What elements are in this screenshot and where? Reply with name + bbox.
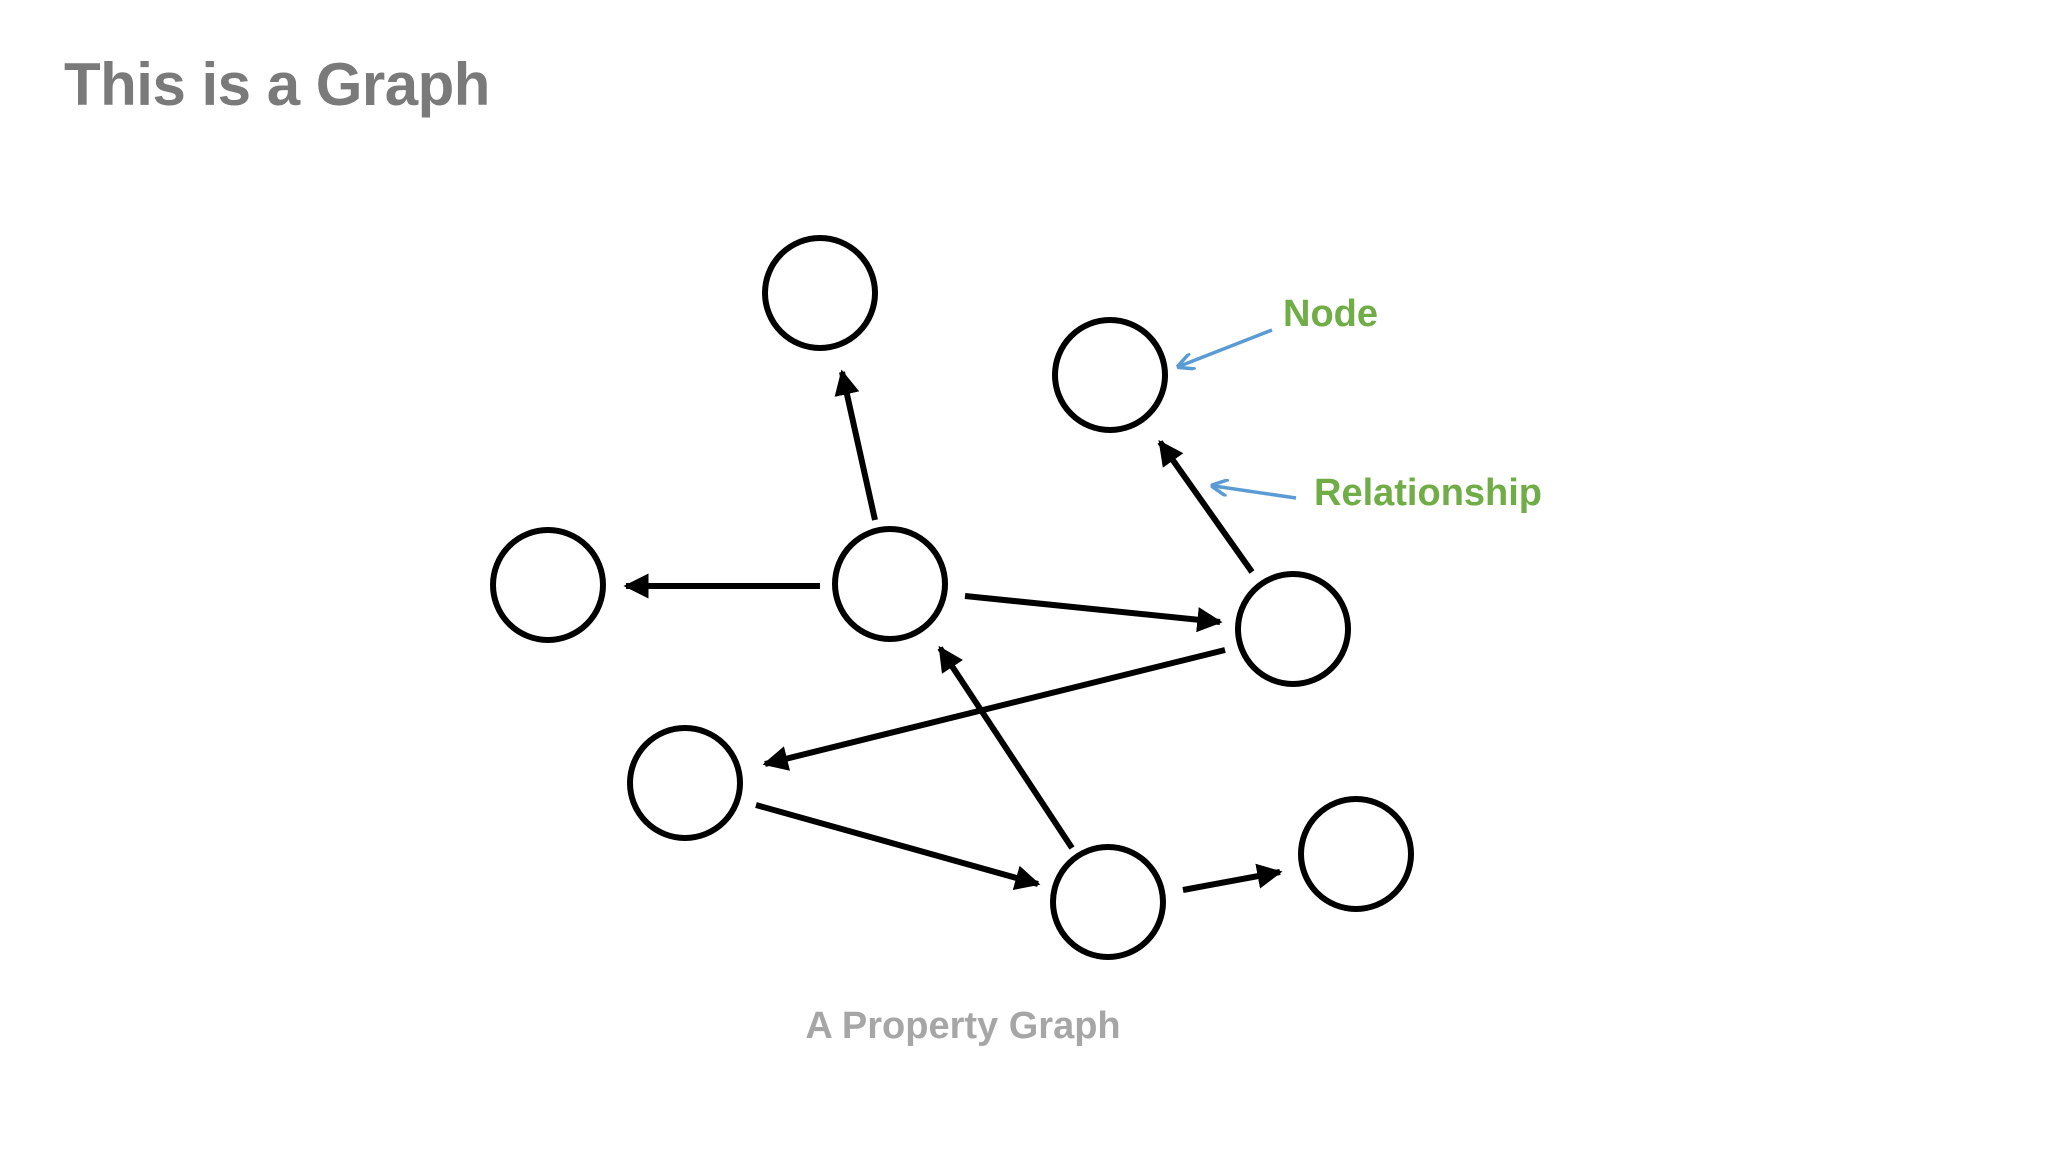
node-upper-right [1052, 317, 1168, 433]
edge-center-to-top [834, 369, 878, 521]
edge-bottom-to-bottom-right [1182, 863, 1283, 893]
node-bottom [1050, 844, 1166, 960]
node-top [762, 235, 878, 351]
edge-center-to-right [964, 593, 1223, 633]
node-annotation-label: Node [1283, 293, 1378, 335]
slide-title: This is a Graph [64, 51, 490, 118]
relationship-annotation-label: Relationship [1314, 472, 1542, 514]
node-lower-left [627, 725, 743, 841]
edge-right-to-upper-right [1157, 439, 1255, 574]
edge-bottom-to-center [937, 645, 1075, 850]
node-right [1235, 571, 1351, 687]
node-left [490, 527, 606, 643]
node-center [832, 526, 948, 642]
node-annotation-arrow [1180, 328, 1273, 366]
relationship-annotation-arrow [1214, 486, 1297, 500]
relationships [623, 369, 1283, 893]
edge-lower-left-to-bottom [755, 802, 1041, 891]
nodes [490, 235, 1414, 960]
annotations: Node Relationship [1180, 293, 1542, 514]
diagram-caption: A Property Graph [805, 1005, 1120, 1047]
edge-right-to-lower-left [762, 647, 1226, 771]
node-bottom-right [1298, 796, 1414, 912]
